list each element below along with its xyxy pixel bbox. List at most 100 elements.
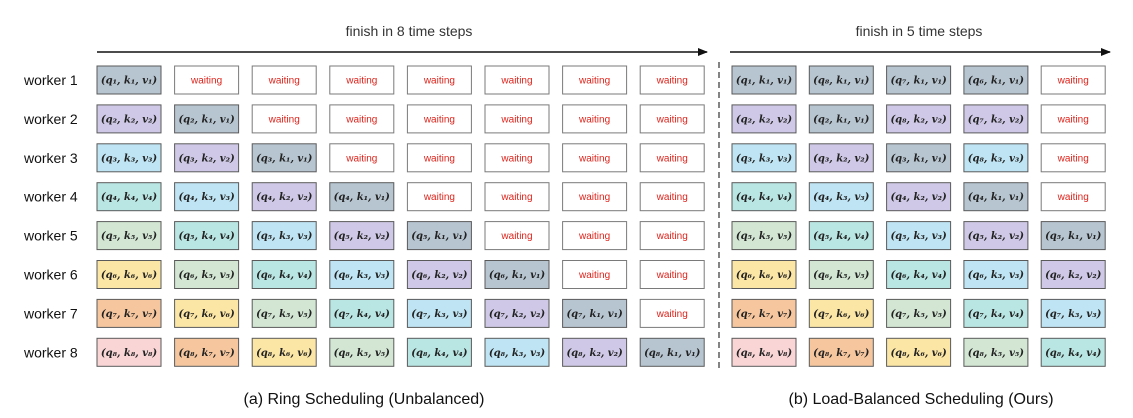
cell-label: (q₅, k₃, v₃) [890, 231, 947, 242]
waiting-label: waiting [500, 153, 532, 164]
cell-label: (q₇, k₂, v₂) [489, 309, 546, 320]
cell-box [731, 104, 797, 134]
cell-box [96, 182, 162, 212]
waiting-label: waiting [1057, 76, 1089, 87]
attention-block-cell: (q₃, k₁, v₁) [886, 143, 952, 173]
cell-box [731, 182, 797, 212]
cell-box [174, 298, 240, 328]
cell-box [963, 143, 1029, 173]
cell-box [562, 337, 628, 367]
cell-label: (q₆, k₄, v₄) [256, 270, 313, 281]
cell-box [639, 104, 705, 134]
attention-block-cell: (q₆, k₄, v₄) [251, 260, 317, 289]
cell-label: (q₈, k₁, v₁) [813, 76, 870, 87]
attention-block-cell: (q₆, k₁, v₁) [963, 65, 1029, 95]
attention-block-cell: (q₆, k₁, v₁) [484, 260, 550, 289]
cell-box [808, 104, 874, 134]
attention-block-cell: (q₃, k₃, v₃) [731, 143, 797, 173]
cell-label: (q₁, k₁, v₁) [736, 76, 793, 87]
attention-block-cell: (q₄, k₁, v₁) [963, 182, 1029, 212]
cell-label: (q₆, k₄, v₄) [890, 270, 947, 281]
waiting-cell: waiting [1040, 104, 1106, 134]
cell-label: (q₅, k₁, v₁) [1045, 231, 1102, 242]
waiting-cell: waiting [1040, 65, 1106, 95]
ring-title: finish in 8 time steps [346, 23, 473, 39]
waiting-cell: waiting [484, 104, 550, 134]
attention-block-cell: (q₇, k₇, v₇) [96, 298, 162, 328]
cell-box [963, 337, 1029, 367]
waiting-cell: waiting [406, 65, 472, 95]
cell-box [639, 298, 705, 328]
attention-block-cell: (q₈, k₄, v₄) [1040, 337, 1106, 367]
waiting-cell: waiting [639, 143, 705, 173]
waiting-label: waiting [500, 114, 532, 125]
cell-box [1040, 260, 1106, 289]
attention-block-cell: (q₂, k₁, v₁) [808, 104, 874, 134]
waiting-label: waiting [268, 76, 300, 87]
cell-label: (q₆, k₆, v₆) [736, 270, 793, 281]
cell-label: (q₈, k₈, v₈) [736, 348, 793, 359]
ring-caption: (a) Ring Scheduling (Unbalanced) [243, 391, 484, 408]
cell-box [406, 221, 472, 251]
waiting-cell: waiting [329, 65, 395, 95]
cell-box [329, 104, 395, 134]
cell-label: (q₆, k₆, v₆) [101, 270, 158, 281]
waiting-cell: waiting [562, 143, 628, 173]
waiting-label: waiting [656, 309, 688, 320]
attention-block-cell: (q₈, k₃, v₃) [484, 337, 550, 367]
cell-box [731, 65, 797, 95]
cell-label: (q₃, k₂, v₂) [178, 153, 235, 164]
cell-label: (q₇, k₄, v₄) [968, 309, 1025, 320]
cell-label: (q₇, k₄, v₄) [334, 309, 391, 320]
attention-block-cell: (q₁, k₁, v₁) [96, 65, 162, 95]
attention-block-cell: (q₃, k₂, v₂) [174, 143, 240, 173]
cell-label: (q₃, k₃, v₃) [101, 153, 158, 164]
cell-label: (q₄, k₃, v₃) [178, 192, 235, 203]
cell-box [562, 221, 628, 251]
cell-box [731, 260, 797, 289]
cell-label: (q₈, k₃, v₃) [968, 153, 1025, 164]
cell-label: (q₇, k₃, v₃) [411, 309, 468, 320]
attention-block-cell: (q₅, k₃, v₃) [886, 221, 952, 251]
cell-label: (q₆, k₅, v₅) [178, 270, 235, 281]
cell-label: (q₇, k₁, v₁) [566, 309, 623, 320]
cell-label: (q₈, k₇, v₇) [813, 348, 870, 359]
cell-box [562, 182, 628, 212]
worker-label: worker 3 [23, 150, 78, 166]
attention-block-cell: (q₄, k₃, v₃) [808, 182, 874, 212]
cell-label: (q₄, k₄, v₄) [101, 192, 158, 203]
attention-block-cell: (q₇, k₇, v₇) [731, 298, 797, 328]
waiting-cell: waiting [562, 221, 628, 251]
waiting-cell: waiting [639, 221, 705, 251]
cell-label: (q₅, k₅, v₅) [736, 231, 793, 242]
waiting-cell: waiting [562, 104, 628, 134]
attention-block-cell: (q₄, k₄, v₄) [96, 182, 162, 212]
cell-box [1040, 221, 1106, 251]
cell-box [808, 337, 874, 367]
attention-block-cell: (q₈, k₅, v₅) [329, 337, 395, 367]
waiting-label: waiting [656, 192, 688, 203]
attention-block-cell: (q₇, k₃, v₃) [406, 298, 472, 328]
cell-box [251, 298, 317, 328]
waiting-cell: waiting [639, 65, 705, 95]
attention-block-cell: (q₅, k₄, v₄) [808, 221, 874, 251]
cell-box [639, 143, 705, 173]
cell-label: (q₅, k₃, v₃) [256, 231, 313, 242]
cell-box [484, 260, 550, 289]
cell-box [406, 65, 472, 95]
attention-block-cell: (q₈, k₄, v₄) [406, 337, 472, 367]
cell-box [174, 260, 240, 289]
cell-label: (q₈, k₇, v₇) [178, 348, 235, 359]
attention-block-cell: (q₄, k₂, v₂) [251, 182, 317, 212]
waiting-label: waiting [1057, 114, 1089, 125]
attention-block-cell: (q₇, k₅, v₅) [251, 298, 317, 328]
attention-block-cell: (q₆, k₂, v₂) [1040, 260, 1106, 289]
waiting-cell: waiting [639, 182, 705, 212]
waiting-cell: waiting [484, 182, 550, 212]
attention-block-cell: (q₈, k₆, v₆) [886, 337, 952, 367]
attention-block-cell: (q₂, k₁, v₁) [174, 104, 240, 134]
attention-block-cell: (q₅, k₂, v₂) [963, 221, 1029, 251]
cell-label: (q₇, k₅, v₅) [256, 309, 313, 320]
cell-box [886, 104, 952, 134]
